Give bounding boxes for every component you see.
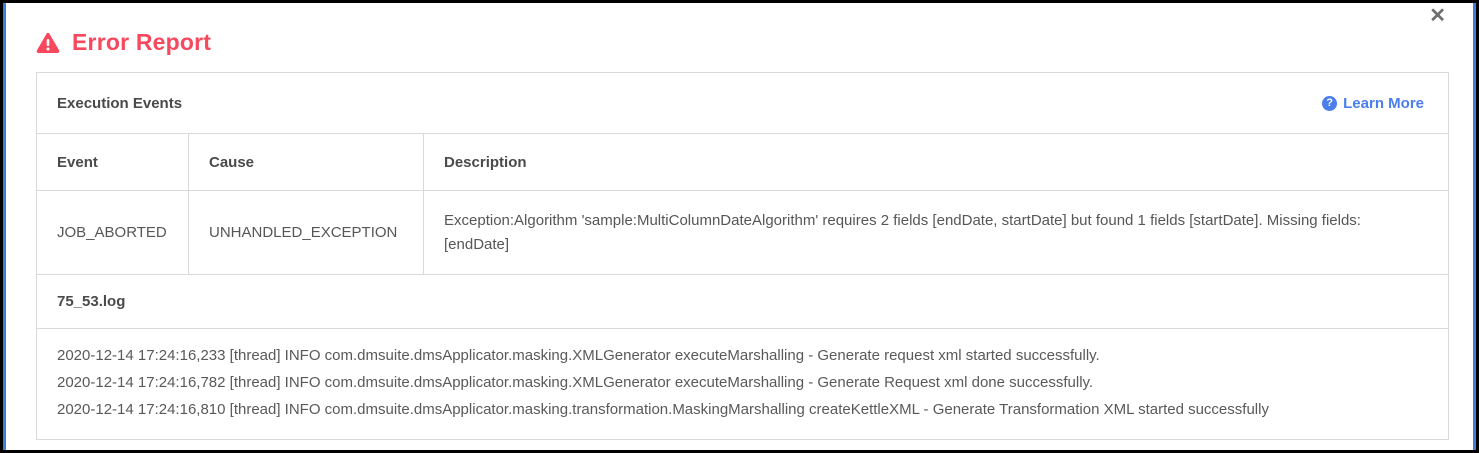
focus-edge-left	[3, 3, 6, 450]
column-header-description: Description	[444, 153, 527, 171]
cause-cell: UNHANDLED_EXCEPTION	[189, 191, 424, 274]
panel-title: Execution Events	[57, 94, 183, 112]
column-header-cause: Cause	[189, 134, 424, 190]
table-header-row: Event Cause Description	[37, 134, 1448, 191]
execution-events-panel: Execution Events ? Learn More Event Caus…	[36, 72, 1449, 440]
log-filename: 75_53.log	[37, 274, 1448, 328]
learn-more-label: Learn More	[1343, 94, 1424, 112]
log-line: 2020-12-14 17:24:16,782 [thread] INFO co…	[57, 374, 1094, 391]
table-row: JOB_ABORTED UNHANDLED_EXCEPTION Exceptio…	[37, 191, 1448, 274]
log-output: 2020-12-14 17:24:16,233 [thread] INFO co…	[37, 328, 1448, 439]
learn-more-link[interactable]: ? Learn More	[1322, 95, 1424, 112]
column-header-event: Event	[37, 134, 189, 190]
log-line: 2020-12-14 17:24:16,810 [thread] INFO co…	[57, 401, 1269, 418]
description-cell: Exception:Algorithm 'sample:MultiColumnD…	[444, 211, 1361, 253]
panel-header: Execution Events ? Learn More	[37, 73, 1448, 133]
events-table: Event Cause Description JOB_ABORTED UNHA…	[37, 133, 1448, 274]
help-circle-icon: ?	[1322, 95, 1338, 111]
page-title: Error Report	[72, 29, 212, 55]
modal-header: Error Report	[3, 3, 1476, 72]
event-cell: JOB_ABORTED	[37, 191, 189, 274]
focus-edge-right	[1473, 3, 1476, 450]
warning-icon	[36, 32, 60, 53]
close-icon[interactable]: ✕	[1429, 5, 1446, 27]
log-line: 2020-12-14 17:24:16,233 [thread] INFO co…	[57, 347, 1100, 364]
